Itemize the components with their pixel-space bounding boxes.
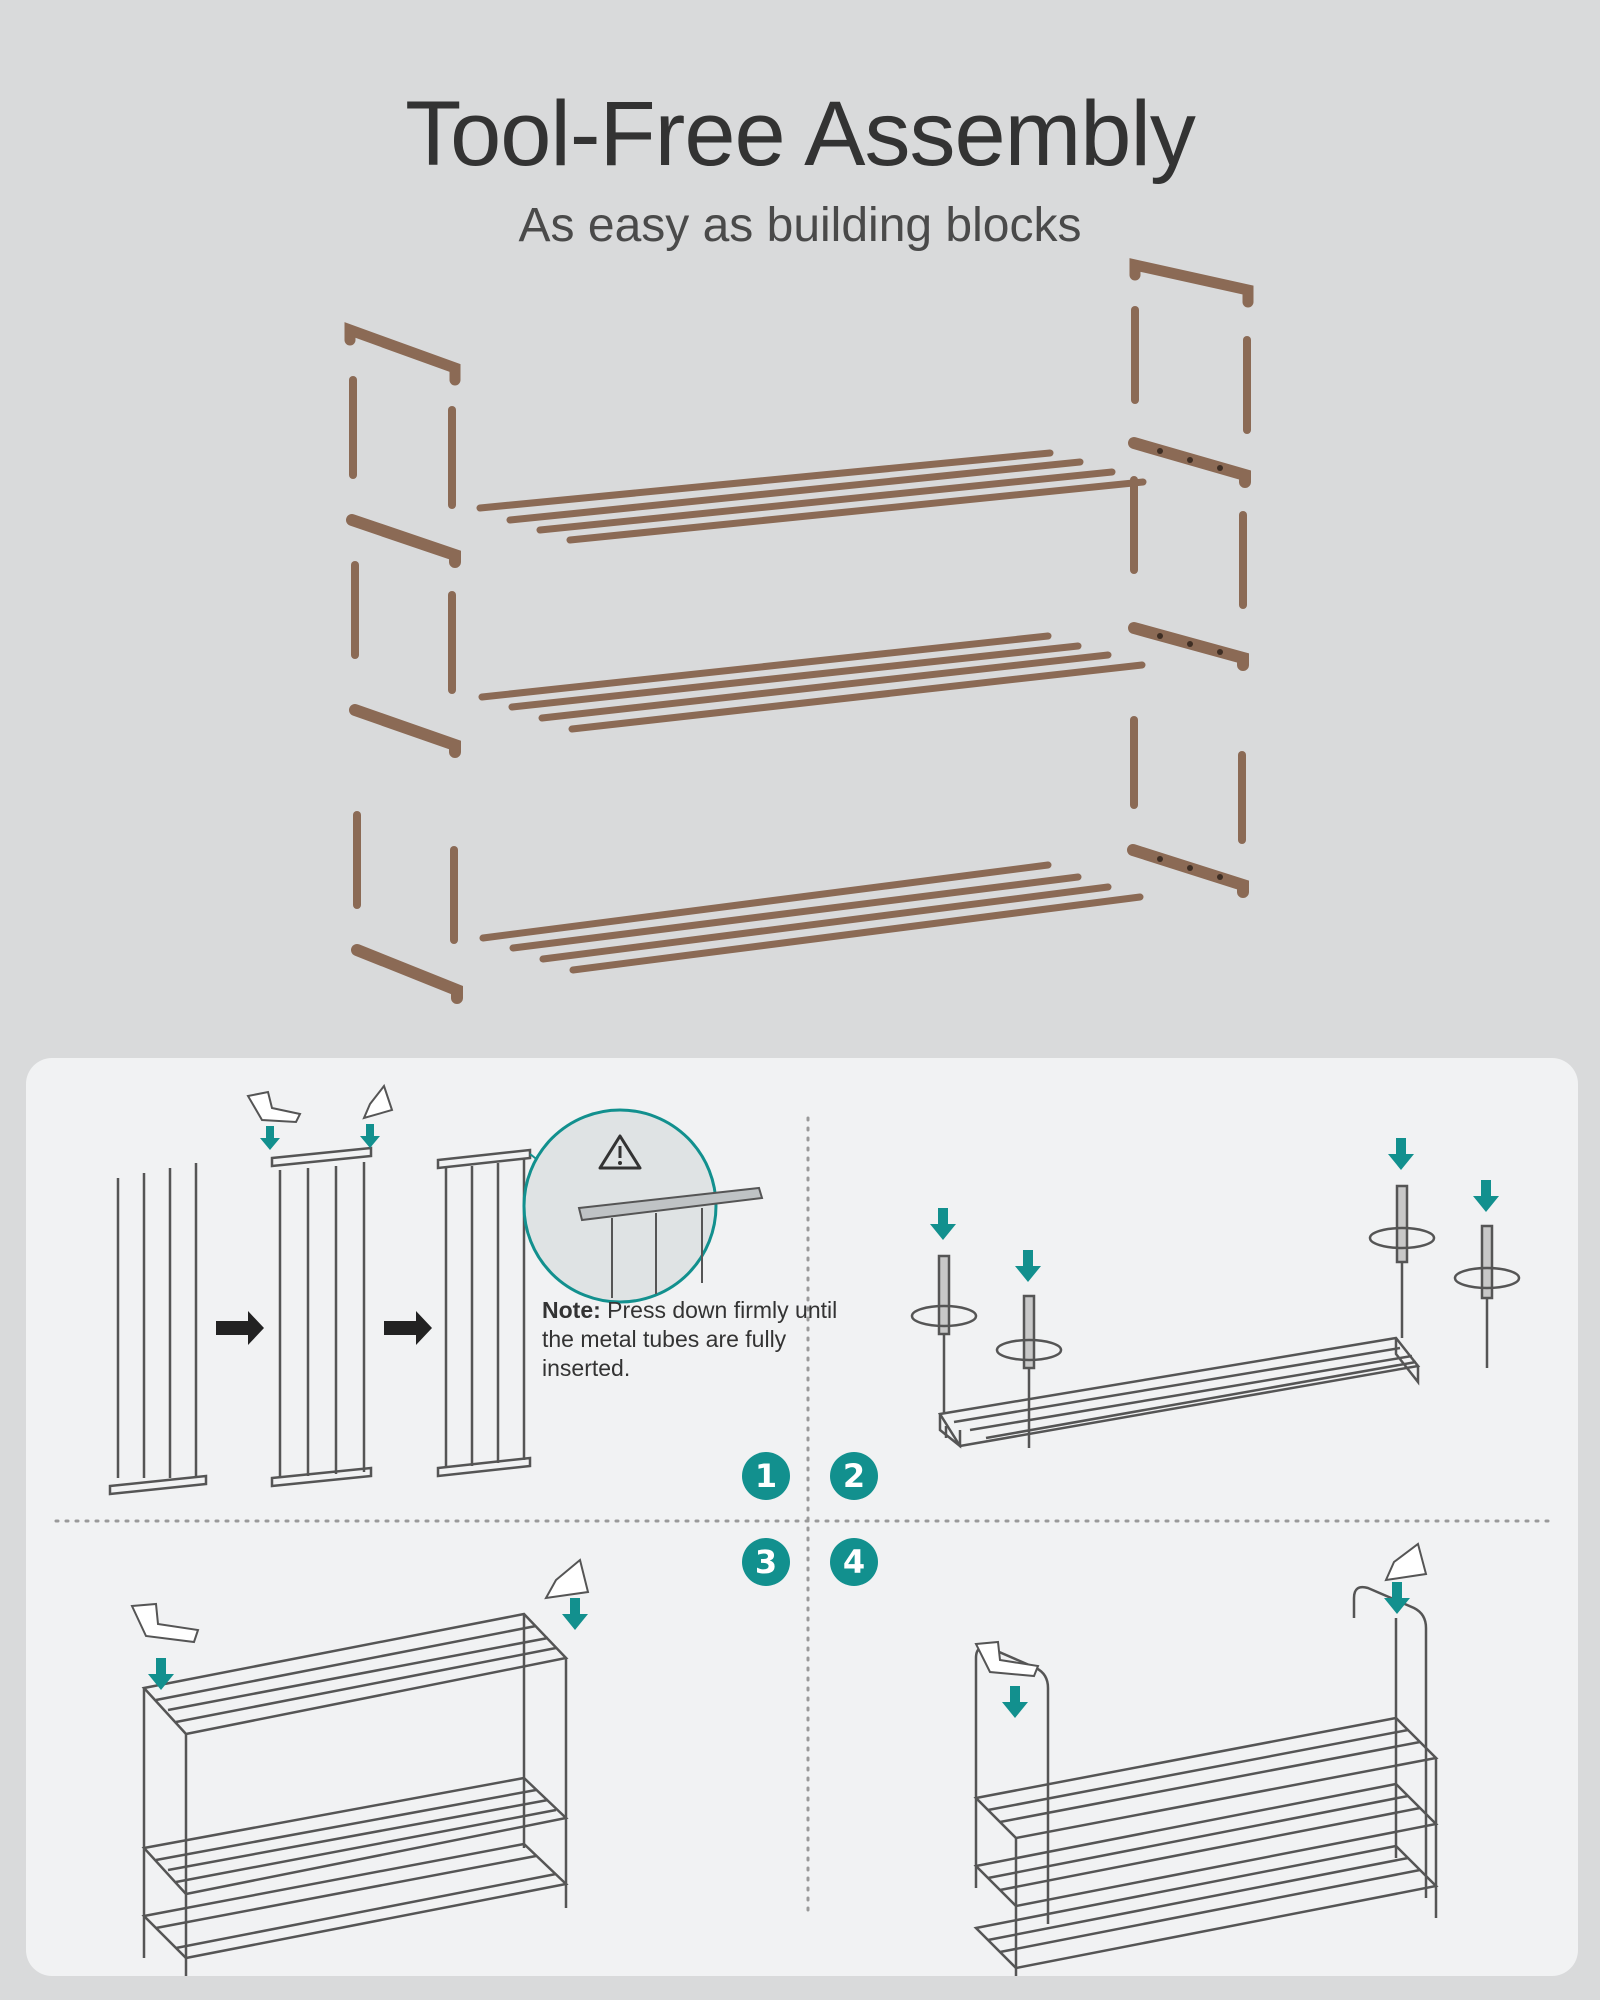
instruction-panel: Note: Press down firmly until the metal … — [26, 1058, 1578, 1976]
arrow-down-icon — [930, 1208, 956, 1240]
rotate-icon — [910, 1304, 978, 1328]
hand-press-icon — [246, 1083, 394, 1124]
rack-connector — [346, 514, 461, 568]
arrow-down-icon — [1473, 1180, 1499, 1212]
shelf-rod — [536, 468, 1116, 534]
hand-press-icon — [974, 1542, 1428, 1678]
rack-connector — [1128, 437, 1251, 488]
rotate-icon — [1368, 1226, 1436, 1250]
step-badge-4: 4 — [830, 1538, 878, 1586]
header: Tool-Free Assembly As easy as building b… — [0, 0, 1600, 270]
warning-icon — [598, 1134, 642, 1170]
page-subtitle: As easy as building blocks — [518, 199, 1082, 252]
arrow-down-icon — [562, 1598, 588, 1630]
rotate-icon — [1453, 1266, 1521, 1290]
arrow-down-icon — [260, 1126, 280, 1150]
shelf-rod — [508, 642, 1082, 711]
shelf-rod — [506, 458, 1084, 524]
arrow-down-icon — [1388, 1138, 1414, 1170]
instruction-diagrams — [54, 1083, 1558, 1976]
rack-connector — [351, 944, 463, 1004]
arrow-down-icon — [1002, 1686, 1028, 1718]
arrow-right-icon — [384, 1311, 432, 1345]
step-badge-2: 2 — [830, 1452, 878, 1500]
shelf-rod — [538, 651, 1112, 722]
shelf-rod — [509, 873, 1082, 952]
shelf-rod — [478, 632, 1052, 701]
shelf-rod — [569, 893, 1144, 974]
rack-handle-right — [1129, 258, 1254, 308]
shelf-rod — [539, 883, 1112, 963]
arrow-down-icon — [1384, 1582, 1410, 1614]
arrow-right-icon — [216, 1311, 264, 1345]
page-title: Tool-Free Assembly — [405, 83, 1196, 185]
rack-connector — [1128, 622, 1249, 671]
hand-press-icon — [130, 1558, 590, 1644]
arrow-down-icon — [1015, 1250, 1041, 1282]
arrow-down-icon — [148, 1658, 174, 1690]
detail-magnifier — [522, 1108, 764, 1304]
exploded-rack-illustration — [344, 258, 1254, 1004]
shelf-rod — [479, 861, 1052, 942]
arrow-down-icon — [360, 1124, 380, 1148]
assembly-note: Note: Press down firmly until the metal … — [542, 1296, 842, 1383]
note-label: Note: — [542, 1297, 601, 1323]
step-badge-3: 3 — [742, 1538, 790, 1586]
rack-connector — [349, 704, 461, 758]
rack-handle-left — [344, 322, 461, 386]
shelf-rod — [568, 661, 1146, 733]
rack-connector — [1127, 844, 1249, 898]
shelf-rod — [566, 478, 1147, 544]
shelf-rod — [476, 449, 1054, 512]
step-badge-1: 1 — [742, 1452, 790, 1500]
rotate-icon — [995, 1338, 1063, 1362]
note-text: Press down firmly until the metal tubes … — [542, 1297, 838, 1381]
